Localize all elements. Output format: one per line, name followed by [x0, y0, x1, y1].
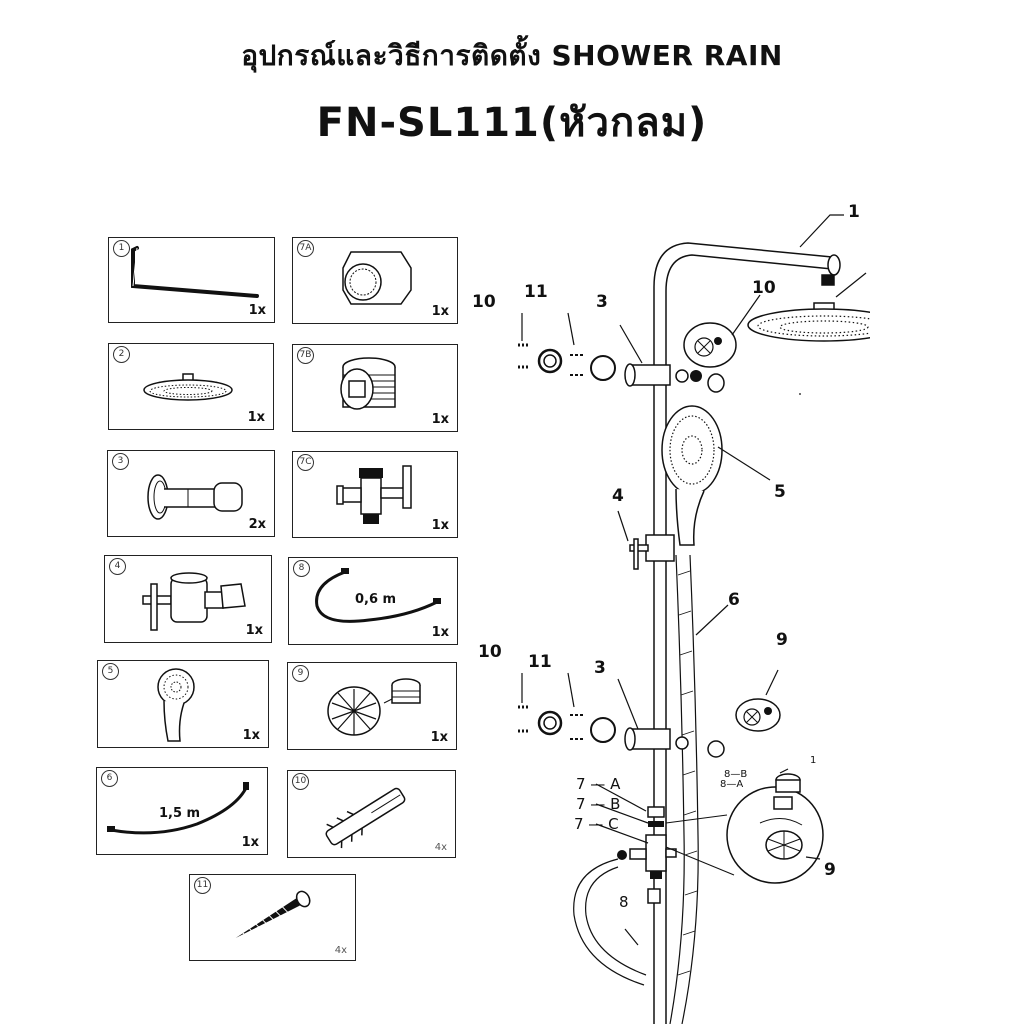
callout-7a: 7 — A — [576, 775, 621, 793]
part-quantity: 4x — [434, 842, 447, 853]
hose — [669, 554, 699, 1024]
part-quantity: 1x — [431, 412, 449, 427]
detail-circle — [665, 773, 824, 884]
part-box-11: 11 4x — [189, 874, 356, 961]
part-number: 7B — [297, 347, 314, 364]
callout-8: 8 — [619, 893, 629, 911]
detail-8a: 8—A — [720, 779, 743, 790]
part-box-7b: 7B 1x — [292, 344, 458, 432]
long-hose-icon — [107, 782, 249, 835]
part-quantity: 4x — [334, 945, 347, 956]
short-hose — [573, 858, 661, 986]
wall-bracket-icon — [147, 474, 243, 520]
part-number: 3 — [112, 453, 129, 470]
diverter-valve-icon — [336, 465, 412, 524]
part-quantity: 1x — [247, 410, 265, 425]
threaded-nut-icon — [342, 251, 412, 305]
part-quantity: 1x — [248, 303, 266, 318]
model-title: FN-SL111(หัวกลม) — [316, 100, 708, 146]
part-number: 9 — [292, 665, 309, 682]
part-quantity: 1x — [241, 835, 259, 850]
slide-holder — [629, 534, 675, 570]
part-number: 1 — [113, 240, 130, 257]
page-title: อุปกรณ์และวิธีการติดตั้ง SHOWER RAIN — [241, 39, 783, 72]
hand-shower-icon — [157, 668, 195, 742]
callout-4: 4 — [612, 486, 624, 506]
callout-5: 5 — [774, 482, 786, 502]
part-number: 2 — [113, 346, 130, 363]
circular-detail-filter — [683, 322, 737, 368]
part-number: 6 — [101, 770, 118, 787]
part-box-2: 2 1x — [108, 343, 274, 430]
hose-length-label: 1,5 m — [159, 806, 201, 821]
part-number: 10 — [292, 773, 309, 790]
part-number: 7C — [297, 454, 314, 471]
part-number: 8 — [293, 560, 310, 577]
part-box-10: 10 4x — [287, 770, 456, 858]
hand-shower — [661, 405, 723, 546]
part-number: 11 — [194, 877, 211, 894]
callout-7c: 7 — C — [574, 815, 619, 833]
part-quantity: 1x — [245, 623, 263, 638]
side-filter-detail — [735, 698, 781, 732]
part-quantity: 1x — [242, 728, 260, 743]
rain-shower-head — [747, 302, 870, 342]
threaded-adapter-icon — [340, 357, 396, 410]
upper-wall-bracket-assembly — [518, 343, 725, 393]
leader-lines — [521, 214, 867, 946]
screw-icon — [235, 890, 311, 938]
shower-arm-rod-icon — [131, 246, 259, 298]
basket-filter-icon — [327, 678, 421, 736]
part-quantity: 1x — [431, 625, 449, 640]
part-box-8: 8 0,6 m 1x — [288, 557, 458, 645]
callout-9-detail: 9 — [824, 860, 836, 880]
part-number: 5 — [102, 663, 119, 680]
callout-6: 6 — [728, 590, 740, 610]
hose-length-label: 0,6 m — [355, 592, 397, 607]
callout-9-right: 9 — [776, 630, 788, 650]
part-box-7c: 7C 1x — [292, 451, 458, 538]
callout-11-lower: 11 — [528, 652, 552, 672]
part-box-9: 9 1x — [287, 662, 457, 750]
holder-bracket-icon — [142, 572, 246, 631]
callout-1: 1 — [848, 202, 860, 222]
callout-10-top-right: 10 — [752, 278, 776, 298]
callout-10-lower: 10 — [478, 642, 502, 662]
callout-3-top: 3 — [596, 292, 608, 312]
part-quantity: 1x — [430, 730, 448, 745]
part-number: 4 — [109, 558, 126, 575]
rain-shower-head-icon — [143, 373, 233, 401]
callout-3-lower: 3 — [594, 658, 606, 678]
part-box-5: 5 1x — [97, 660, 269, 748]
short-hose-icon — [315, 568, 441, 623]
shower-column — [653, 242, 841, 1024]
part-quantity: 1x — [431, 304, 449, 319]
part-box-7a: 7A 1x — [292, 237, 458, 324]
part-box-6: 6 1,5 m 1x — [96, 767, 268, 855]
part-box-1: 1 1x — [108, 237, 275, 323]
diverter-assembly — [617, 806, 677, 879]
part-box-4: 4 1x — [104, 555, 272, 643]
callout-10-top: 10 — [472, 292, 496, 312]
part-number: 7A — [297, 240, 314, 257]
assembly-diagram: 1 2 10 10 11 3 5 4 6 9 10 11 3 7 — A 7 —… — [472, 202, 870, 1024]
part-box-3: 3 2x — [107, 450, 275, 537]
callout-11-top: 11 — [524, 282, 548, 302]
callout-labels: 1 2 10 10 11 3 5 4 6 9 10 11 3 7 — A 7 —… — [472, 202, 860, 911]
detail-1: 1 — [810, 755, 816, 766]
part-quantity: 2x — [248, 517, 266, 532]
wall-plug-icon — [325, 787, 406, 849]
part-quantity: 1x — [431, 518, 449, 533]
lower-wall-bracket-assembly — [518, 705, 725, 758]
detail-8b: 8—B — [724, 769, 747, 780]
callout-7b: 7 — B — [576, 795, 620, 813]
